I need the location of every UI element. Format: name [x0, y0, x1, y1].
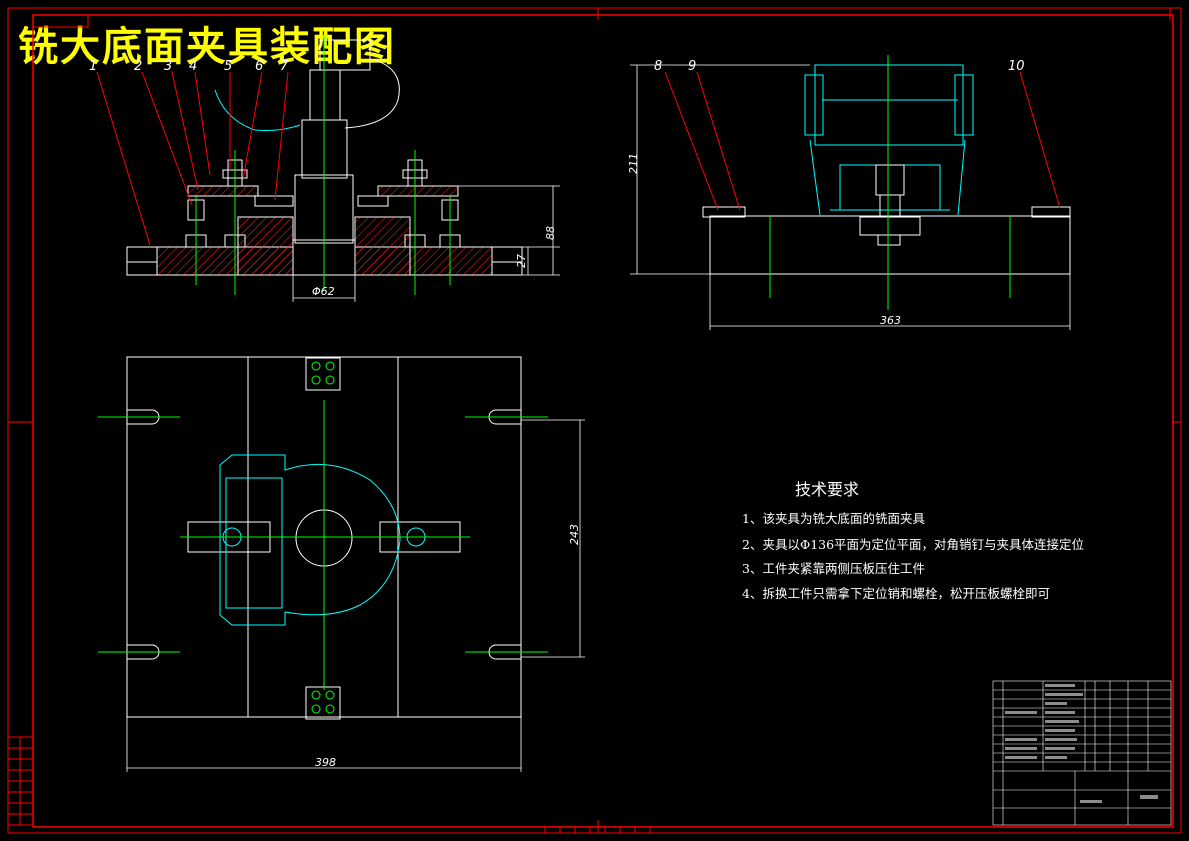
side-base	[709, 215, 1071, 275]
corner-box	[32, 14, 89, 28]
part-number-4: 4	[189, 59, 197, 74]
dim-front-height: 88	[544, 226, 557, 240]
plan-base	[126, 356, 522, 718]
part-number-10: 10	[1008, 59, 1025, 74]
requirement-1: 1、该夹具为铣大底面的铣面夹具	[742, 511, 925, 526]
center-marks	[8, 8, 1181, 833]
dim-front-bore: Φ62	[312, 285, 335, 298]
plan-view: 243 398	[98, 356, 585, 772]
requirement-2: 2、夹具以Φ136平面为定位平面，对角销钉与夹具体连接定位	[742, 537, 1085, 552]
requirement-3: 3、工件夹紧靠两侧压板压住工件	[742, 561, 925, 576]
part-number-9: 9	[688, 59, 696, 74]
part-number-1: 1	[89, 59, 97, 74]
part-number-2: 2	[134, 59, 142, 74]
requirement-4: 4、拆换工件只需拿下定位销和螺栓，松开压板螺栓即可	[742, 586, 1050, 601]
dim-plan-height: 243	[568, 524, 581, 545]
part-number-5: 5	[224, 59, 232, 74]
side-view: 8 9 10 211 363	[627, 55, 1071, 330]
dim-side-width: 363	[880, 314, 901, 327]
left-side-table	[7, 736, 34, 826]
part-number-6: 6	[255, 59, 263, 74]
front-base-left	[126, 246, 158, 276]
outer-frame	[7, 7, 1182, 834]
requirements-heading: 技术要求	[795, 480, 860, 499]
front-workpiece-curve	[214, 89, 301, 131]
dim-side-height: 211	[627, 153, 640, 174]
part-number-7: 7	[280, 59, 289, 74]
title-block	[992, 680, 1172, 826]
title-block-fills	[1005, 684, 1158, 803]
drawing-title: 铣大底面夹具装配图	[18, 23, 396, 70]
bottom-ruler	[544, 826, 651, 834]
dim-plan-width: 398	[315, 756, 336, 769]
front-base-right	[491, 246, 523, 276]
part-number-3: 3	[164, 59, 172, 74]
part-number-8: 8	[654, 59, 662, 74]
front-view: 1 2 3 4 5 6 7 88 27 Φ62	[89, 35, 560, 302]
dim-front-base: 27	[515, 254, 528, 268]
